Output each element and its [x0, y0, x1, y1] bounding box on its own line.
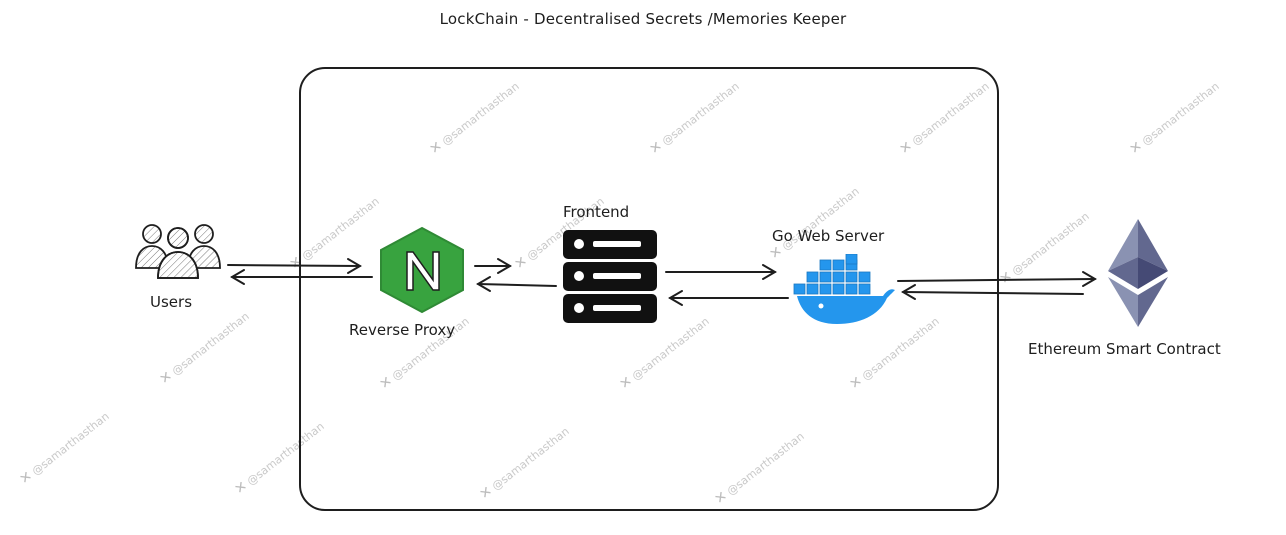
reverse-proxy-label: Reverse Proxy	[349, 321, 456, 339]
ethereum-label: Ethereum Smart Contract	[1028, 340, 1221, 358]
ethereum-node	[1106, 217, 1170, 329]
arrow-ethereum-to-server	[901, 284, 1084, 300]
system-boundary	[299, 67, 999, 511]
frontend-label: Frontend	[563, 203, 630, 221]
ethereum-icon	[1108, 219, 1168, 327]
arrow-proxy-to-frontend	[474, 258, 512, 274]
reverse-proxy-node	[377, 226, 467, 314]
go-web-server-node	[793, 253, 897, 326]
diagram-title: LockChain - Decentralised Secrets /Memor…	[439, 10, 847, 28]
nginx-icon	[380, 226, 464, 314]
arrow-proxy-to-users	[230, 269, 373, 285]
arrow-users-to-proxy	[227, 258, 362, 274]
docker-icon	[793, 253, 895, 324]
users-icon	[135, 224, 221, 279]
arrow-server-to-frontend	[668, 290, 789, 306]
go-web-server-label: Go Web Server	[772, 227, 885, 245]
arrow-frontend-to-server	[665, 264, 777, 280]
server-icon	[563, 230, 657, 323]
users-node	[132, 220, 224, 282]
frontend-node	[561, 228, 659, 326]
users-label: Users	[150, 293, 193, 311]
arrow-server-to-ethereum	[897, 271, 1097, 287]
arrow-frontend-to-proxy	[476, 276, 557, 292]
